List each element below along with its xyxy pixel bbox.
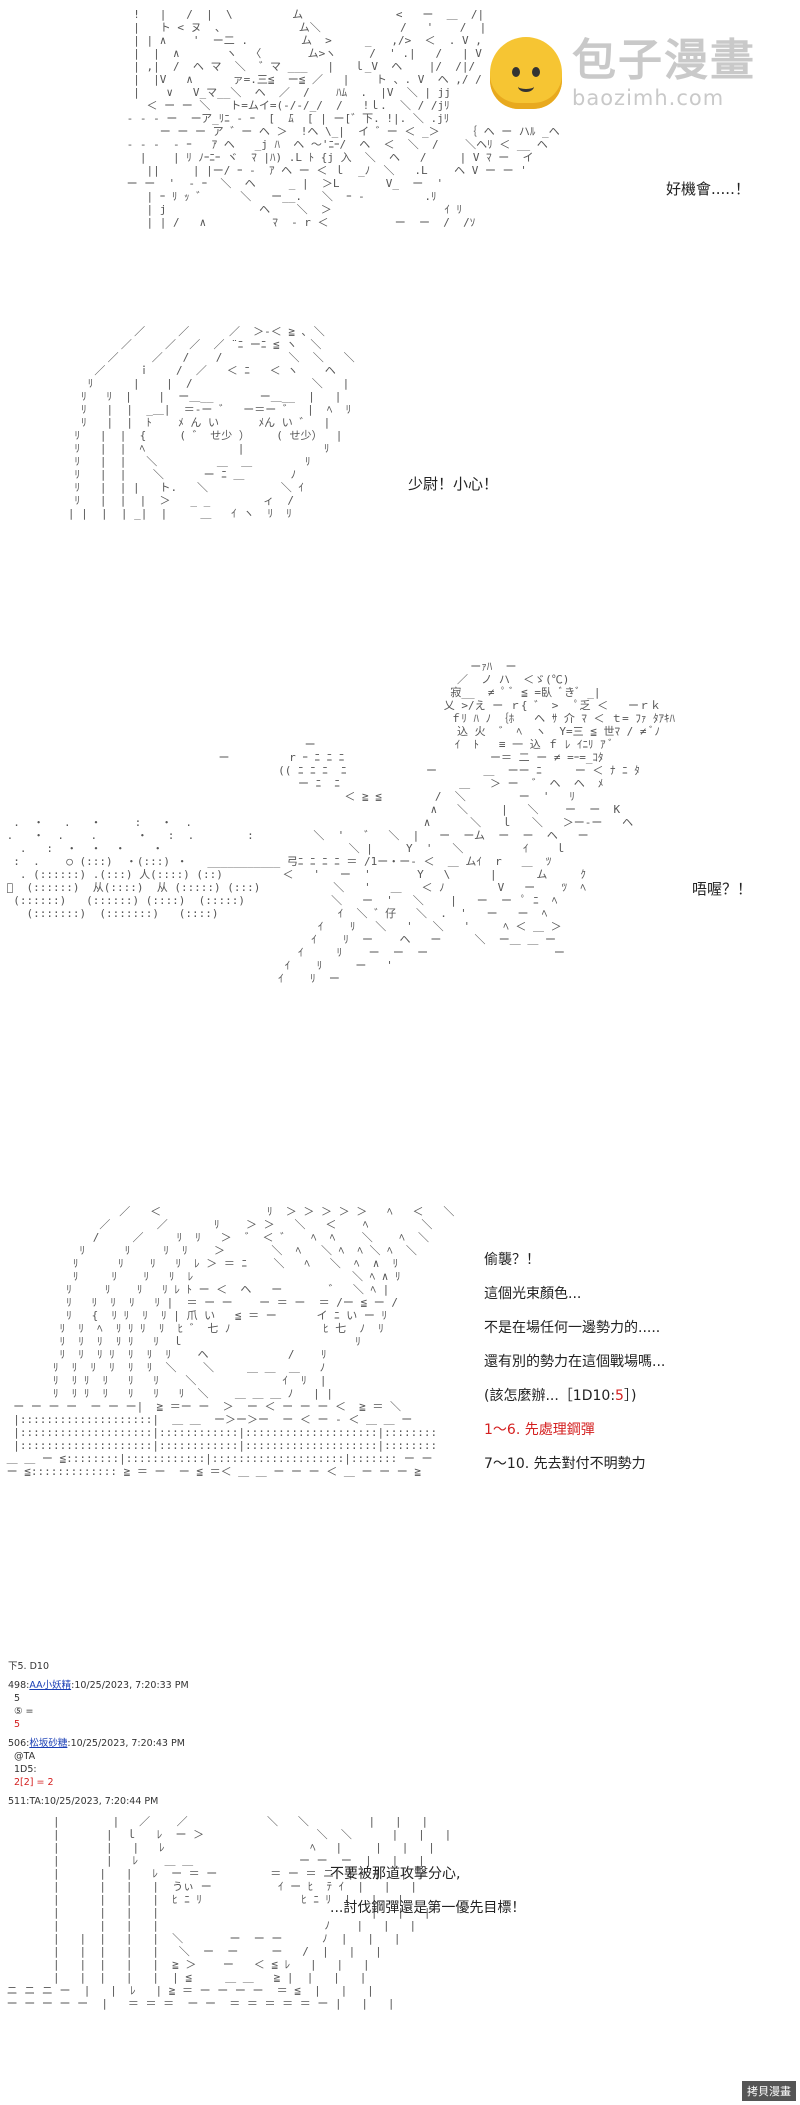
log-entry: 506:松坂砂糖:10/25/2023, 7:20:43 PM @TA 1D5:… — [8, 1737, 189, 1789]
dice-suffix: ］) — [623, 1388, 637, 1404]
ascii-art-burst: ! | / | \ ム < ー ＿ /| | ト < ヌ 、 ム＼ / ' / … — [126, 8, 560, 229]
post-number: 511: — [8, 1796, 30, 1807]
post-number: 506: — [8, 1738, 30, 1749]
speech-bubble-2: 少尉！小心！ — [408, 475, 499, 493]
post-time: 10/25/2023, 7:20:44 PM — [43, 1796, 159, 1807]
option-1: 1～6. 先處理鋼彈 — [484, 1422, 595, 1438]
post-line: 2[2] = 2 — [14, 1777, 54, 1788]
panel-4: ／ ＜ ﾘ ＞ ＞ ＞ ＞ ＞ ﾍ ＜ ＼ ／ ／ ﾘ ＞ ＞ ＼ ＜ ﾍ ＼ … — [0, 1205, 800, 1655]
footer-watermark: 拷貝漫畫 — [742, 2081, 796, 2101]
ascii-art-face-2: ／ ＜ ﾘ ＞ ＞ ＞ ＞ ＞ ﾍ ＜ ＼ ／ ／ ﾘ ＞ ＞ ＼ ＜ ﾍ ＼ … — [6, 1205, 455, 1478]
dice-result: 5 — [615, 1388, 624, 1404]
bun-logo-icon — [490, 37, 562, 109]
dialogue-line-1: 不要被那道攻擊分心, — [330, 1866, 461, 1882]
ascii-art-attack: ーｧﾊ ー ／ ノ ハ ＜ゞ(℃) 寂__ ≠ ﾟ ﾞ ≦ =臥 ﾞきﾞ _| — [0, 660, 676, 985]
panel-1: ! | / | \ ム < ー ＿ /| | ト < ヌ 、 ム＼ / ' / … — [0, 0, 800, 320]
log-header: 下5. D10 — [8, 1661, 49, 1672]
poster-name-link[interactable]: 松坂砂糖 — [29, 1738, 68, 1749]
dialogue-block-final: 不要被那道攻擊分心, ...討伐鋼彈還是第一優先目標！ — [330, 1857, 525, 1925]
post-line: @TA — [14, 1751, 36, 1762]
option-2: 7～10. 先去對付不明勢力 — [484, 1456, 646, 1472]
log-entry: 498:AA小妖精:10/25/2023, 7:20:33 PM 5 ⑤ = 5 — [8, 1680, 189, 1730]
panel-5: | | ／ ／ ＼ ＼ | | | | | ｌ ﾚ ー ＞ ＼ ＼ | | | … — [0, 1815, 800, 2105]
poster-name-link[interactable]: AA小妖精 — [29, 1680, 72, 1691]
poster-name: TA — [29, 1796, 41, 1807]
speech-bubble-1: 好機會.....！ — [666, 180, 750, 198]
panel-3: ーｧﾊ ー ／ ノ ハ ＜ゞ(℃) 寂__ ≠ ﾟ ﾞ ≦ =臥 ﾞきﾞ _| — [0, 660, 800, 1200]
panel-2: ／ ／ ／ ＞-＜ ≧ ､ ＼ ／ ／ ／ ／ ¨ﾆ ーﾆ ≦ ヽ ＼ ／ ／ … — [0, 325, 800, 635]
post-line: 5 — [14, 1693, 21, 1704]
ascii-art-face-1: ／ ／ ／ ＞-＜ ≧ ､ ＼ ／ ／ ／ ／ ¨ﾆ ーﾆ ≦ ヽ ＼ ／ ／ … — [67, 325, 355, 520]
watermark-url: baozimh.com — [572, 86, 725, 110]
watermark-title: 包子漫畫 — [572, 35, 756, 86]
post-time: 10/25/2023, 7:20:33 PM — [74, 1680, 189, 1691]
dialogue-block: 偷襲？！ 這個光束顏色... 不是在場任何一邊勢力的..... 還有別的勢力在這… — [484, 1243, 665, 1481]
dice-prefix: (該怎麼辦...［1D10: — [484, 1388, 616, 1404]
dice-roll-line: (該怎麼辦...［1D10:5］) — [484, 1379, 665, 1413]
post-line: ⑤ = — [14, 1706, 34, 1717]
thread-log: 下5. D10 498:AA小妖精:10/25/2023, 7:20:33 PM… — [8, 1660, 189, 1808]
dialogue-line-2: ...討伐鋼彈還是第一優先目標！ — [330, 1900, 526, 1916]
post-line: 5 — [14, 1719, 21, 1730]
post-time: 10/25/2023, 7:20:43 PM — [70, 1738, 185, 1749]
dialogue-line-2: 這個光束顏色... — [484, 1286, 582, 1302]
ascii-art-face-3: | | ／ ／ ＼ ＼ | | | | | ｌ ﾚ ー ＞ ＼ ＼ | | | … — [6, 1815, 452, 2010]
site-watermark: 包子漫畫 baozimh.com — [490, 30, 780, 116]
speech-bubble-3: 唔喔？！ — [692, 880, 753, 898]
dialogue-line-3: 不是在場任何一邊勢力的..... — [484, 1320, 661, 1336]
post-line: 1D5: — [14, 1764, 37, 1775]
dialogue-line-1: 偷襲？！ — [484, 1252, 540, 1268]
post-number: 498: — [8, 1680, 30, 1691]
dialogue-line-4: 還有別的勢力在這個戰場嗎... — [484, 1354, 666, 1370]
log-entry: 511:TA:10/25/2023, 7:20:44 PM — [8, 1796, 159, 1807]
